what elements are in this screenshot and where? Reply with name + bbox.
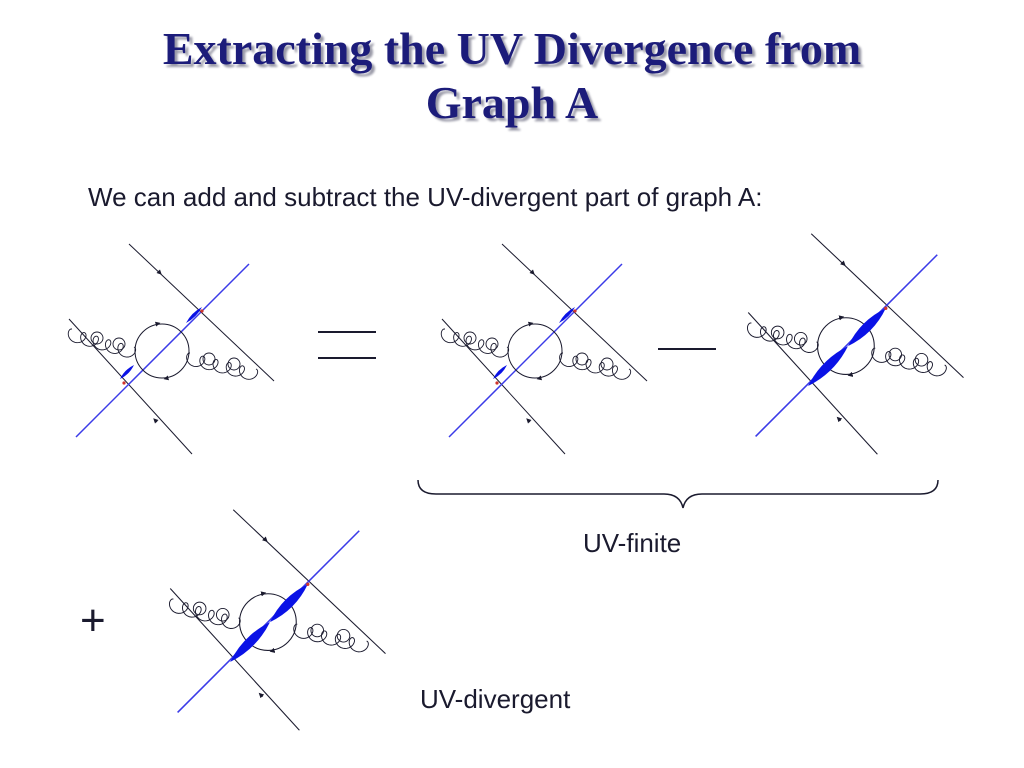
loop-arrow-top (527, 321, 534, 327)
feynman-diagram-uv-part-added (168, 509, 386, 731)
gluon-loop-left-2 (793, 331, 808, 346)
gluon-loop-left-2 (215, 607, 230, 622)
gluon-left (168, 598, 241, 629)
gluon-loop-right-1 (575, 352, 589, 366)
loop-arrow-top (838, 315, 845, 321)
vertex-upper (306, 582, 310, 586)
fermion-line-lower (68, 318, 193, 455)
central-loop (817, 317, 875, 375)
vertex-upper (884, 306, 888, 310)
gluon-loop-left-1 (463, 331, 477, 345)
gluon-loop-left-2 (112, 337, 126, 351)
feynman-diagram-graph-a (67, 243, 275, 455)
loop-arrow-bottom (847, 371, 854, 377)
gluon-loop-right-1 (310, 623, 325, 638)
arrow-lower (836, 416, 843, 423)
plus-sign: + (80, 596, 106, 645)
vertex-upper (200, 309, 204, 313)
loop-arrow-top (154, 321, 161, 327)
loop-arrow-bottom (269, 647, 276, 653)
central-loop (239, 593, 297, 651)
blue-line (75, 263, 250, 438)
arrow-lower (526, 418, 532, 424)
blue-line (448, 263, 623, 438)
blob-lower-large (230, 622, 270, 662)
title-line-1: Extracting the UV Divergence from (162, 23, 862, 74)
blob-upper-large (270, 584, 308, 623)
gluon-loop-right-1 (202, 352, 216, 366)
blob-upper-large (848, 308, 886, 347)
gluon-right (559, 352, 632, 380)
blue-line (177, 530, 360, 713)
slide-title: Extracting the UV Divergence from Graph … (0, 22, 1024, 130)
vertex-upper (573, 309, 577, 313)
arrow-upper (840, 260, 846, 267)
loop-arrow-bottom (163, 375, 170, 381)
loop-arrow-top (260, 591, 267, 597)
arrow-upper (156, 269, 162, 275)
uv-divergent-label: UV-divergent (420, 684, 571, 714)
gluon-loop-right-2 (600, 357, 614, 371)
vertex-lower (495, 381, 499, 385)
gluon-loop-right-1 (888, 347, 903, 362)
slide-subtitle: We can add and subtract the UV-divergent… (88, 182, 763, 212)
blue-line (755, 254, 938, 437)
gluon-loop-left-1 (192, 601, 207, 616)
feynman-diagram-graph-a-copy (440, 243, 648, 455)
blob-upper (559, 307, 575, 323)
blob-lower (493, 365, 507, 379)
central-loop (134, 323, 190, 379)
vertex-lower (122, 381, 126, 385)
gluon-left (67, 328, 137, 358)
arrow-upper (262, 536, 268, 543)
blob-lower-large (808, 346, 848, 386)
central-loop (507, 323, 563, 379)
feynman-diagram-uv-part (746, 233, 964, 455)
gluon-left (746, 322, 819, 353)
gluon-loop-left-2 (485, 337, 499, 351)
arrow-lower (258, 692, 265, 699)
gluon-loop-left-1 (90, 331, 104, 345)
equals-sign (318, 331, 376, 359)
gluon-left (440, 328, 510, 358)
uv-finite-brace (417, 479, 939, 509)
title-line-2: Graph A (425, 77, 599, 128)
loop-arrow-bottom (536, 375, 543, 381)
arrow-upper (529, 269, 535, 275)
arrow-lower (153, 418, 159, 424)
fermion-line-lower (441, 318, 566, 455)
gluon-loop-right-2 (914, 352, 929, 367)
blob-lower (120, 365, 134, 379)
uv-finite-label: UV-finite (583, 528, 682, 558)
blob-upper (186, 307, 202, 323)
gluon-loop-right-2 (336, 628, 351, 643)
gluon-loop-left-1 (770, 325, 785, 340)
gluon-right (186, 352, 259, 380)
gluon-right (293, 623, 369, 653)
gluon-right (871, 347, 947, 377)
gluon-loop-right-2 (227, 357, 241, 371)
